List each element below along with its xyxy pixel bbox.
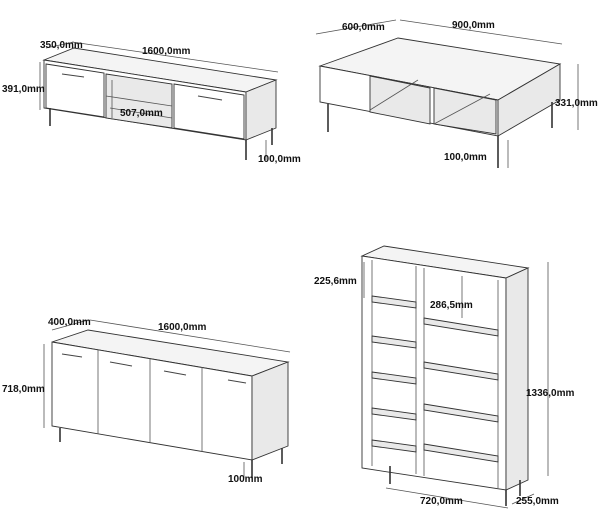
coffee-table-leg-label: 100,0mm xyxy=(444,152,487,163)
sideboard-depth-label: 400,0mm xyxy=(48,317,91,328)
tv-unit-shelf-label: 507,0mm xyxy=(120,108,163,119)
tv-unit-depth-label: 350,0mm xyxy=(40,40,83,51)
sideboard-drawing xyxy=(43,319,291,478)
sideboard-height-label: 718,0mm xyxy=(2,384,45,395)
tv-unit-leg-label: 100,0mm xyxy=(258,154,301,165)
bookcase-depth-label: 255,0mm xyxy=(516,496,559,507)
tv-unit-width-label: 1600,0mm xyxy=(142,46,190,57)
coffee-table-height-label: 331,0mm xyxy=(555,98,598,109)
bookcase-drawing xyxy=(360,245,549,509)
coffee-table-width-label: 900,0mm xyxy=(452,20,495,31)
bookcase-right-shelf-label: 286,5mm xyxy=(430,300,473,311)
bookcase-height-label: 1336,0mm xyxy=(526,388,574,399)
coffee-table-depth-label: 600,0mm xyxy=(342,22,385,33)
bookcase-width-label: 720,0mm xyxy=(420,496,463,507)
sideboard-leg-label: 100mm xyxy=(228,474,263,485)
sideboard-width-label: 1600,0mm xyxy=(158,322,206,333)
tv-unit-drawing xyxy=(39,41,279,160)
tv-unit-height-label: 391,0mm xyxy=(2,84,45,95)
coffee-table-drawing xyxy=(315,19,579,168)
bookcase-left-shelf-label: 225,6mm xyxy=(314,276,357,287)
